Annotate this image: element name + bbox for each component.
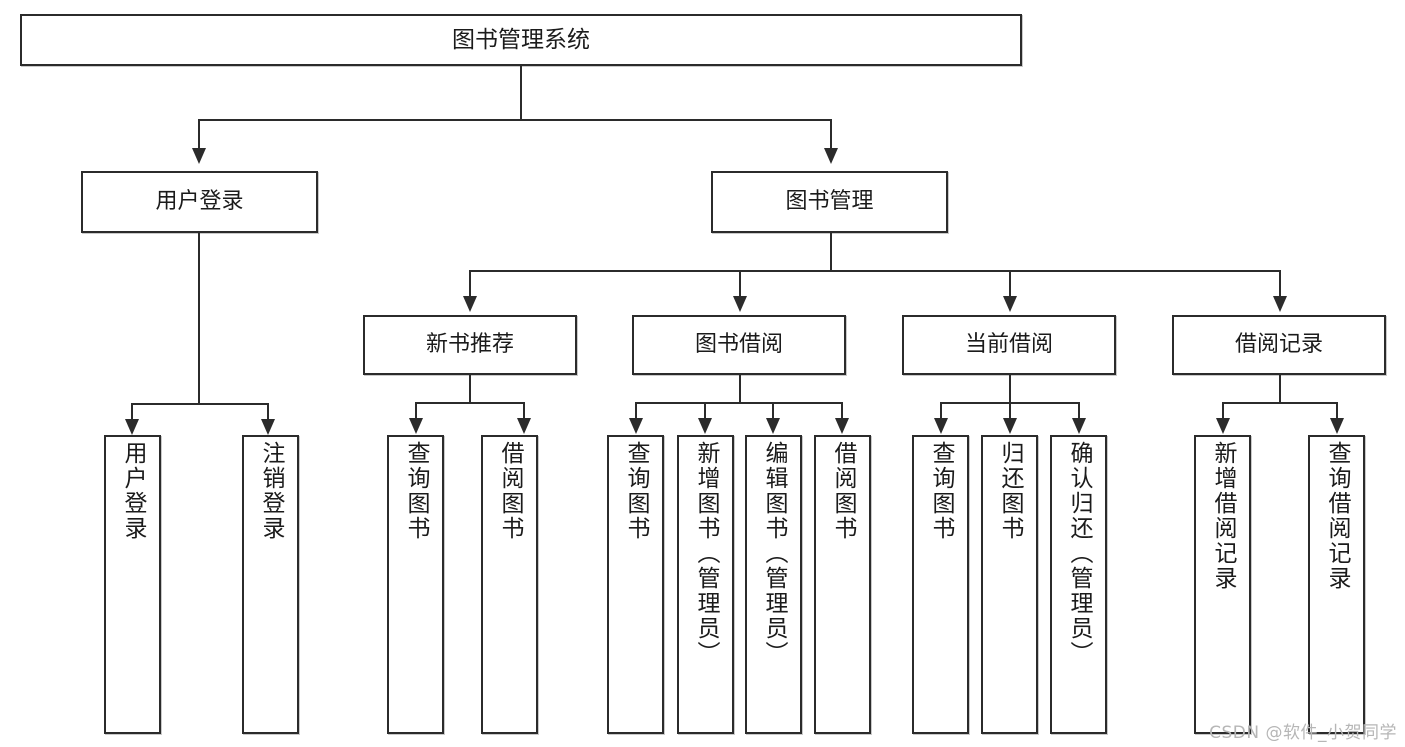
arrowhead-br-child-2	[1330, 418, 1344, 434]
arrowhead-bb-child-3	[766, 418, 780, 434]
edge-new-book-recommend-bus	[415, 402, 525, 404]
leaf-nbr-query-book[interactable]: 查询图书	[387, 435, 444, 734]
arrowhead-user-login	[192, 148, 206, 164]
leaf-logout[interactable]: 注销登录	[242, 435, 299, 734]
edge-current-borrow-stem	[1009, 375, 1011, 403]
edge-user-login-child-2	[267, 403, 269, 421]
edge-level2-bus	[198, 119, 832, 121]
edge-user-login-bus	[131, 403, 267, 405]
arrowhead-borrow-record	[1273, 296, 1287, 312]
edge-to-current-borrow	[1009, 270, 1011, 298]
edge-cb-child-1	[940, 402, 942, 420]
edge-cb-child-3	[1078, 402, 1080, 420]
node-label: 查询图书	[623, 441, 649, 541]
leaf-br-query-record[interactable]: 查询借阅记录	[1308, 435, 1365, 734]
node-label: 新书推荐	[425, 332, 514, 358]
arrowhead-cb-child-3	[1072, 418, 1086, 434]
edge-user-login-stem	[198, 233, 200, 404]
leaf-bb-borrow-book[interactable]: 借阅图书	[814, 435, 871, 734]
node-label: 编辑图书（管理员）	[761, 441, 787, 666]
edge-to-user-login	[198, 119, 200, 151]
node-book-borrow[interactable]: 图书借阅	[632, 315, 846, 375]
edge-book-borrow-stem	[739, 375, 741, 403]
arrowhead-bb-child-2	[698, 418, 712, 434]
node-new-book-recommend[interactable]: 新书推荐	[363, 315, 577, 375]
arrowhead-nbr-child-1	[409, 418, 423, 434]
arrowhead-cb-child-1	[934, 418, 948, 434]
leaf-user-login[interactable]: 用户登录	[104, 435, 161, 734]
leaf-cb-query-book[interactable]: 查询图书	[912, 435, 969, 734]
edge-book-borrow-bus	[635, 402, 843, 404]
leaf-nbr-borrow-book[interactable]: 借阅图书	[481, 435, 538, 734]
edge-to-new-book-recommend	[469, 270, 471, 298]
arrowhead-book-management	[824, 148, 838, 164]
edge-borrow-record-bus	[1222, 402, 1338, 404]
node-label: 注销登录	[258, 441, 284, 541]
node-user-login[interactable]: 用户登录	[81, 171, 318, 233]
node-label: 借阅记录	[1234, 332, 1323, 358]
arrowhead-cb-child-2	[1003, 418, 1017, 434]
edge-br-child-1	[1222, 402, 1224, 420]
leaf-bb-edit-book-admin[interactable]: 编辑图书（管理员）	[745, 435, 802, 734]
arrowhead-bb-child-4	[835, 418, 849, 434]
node-label: 新增图书（管理员）	[693, 441, 719, 666]
arrowhead-current-borrow	[1003, 296, 1017, 312]
edge-new-book-recommend-stem	[469, 375, 471, 403]
leaf-bb-add-book-admin[interactable]: 新增图书（管理员）	[677, 435, 734, 734]
node-label: 图书管理	[785, 189, 874, 215]
arrowhead-new-book-recommend	[463, 296, 477, 312]
leaf-br-add-record[interactable]: 新增借阅记录	[1194, 435, 1251, 734]
edge-nbr-child-1	[415, 402, 417, 420]
node-label: 查询借阅记录	[1324, 441, 1350, 591]
leaf-cb-return-book[interactable]: 归还图书	[981, 435, 1038, 734]
edge-nbr-child-2	[523, 402, 525, 420]
edge-level3-bus	[469, 270, 1280, 272]
edge-to-book-management	[830, 119, 832, 151]
node-label: 图书借阅	[694, 332, 783, 358]
node-label: 归还图书	[997, 441, 1023, 541]
node-label: 用户登录	[120, 441, 146, 541]
node-label: 确认归还（管理员）	[1066, 441, 1092, 666]
node-label: 查询图书	[403, 441, 429, 541]
leaf-cb-confirm-return-admin[interactable]: 确认归还（管理员）	[1050, 435, 1107, 734]
node-label: 用户登录	[155, 189, 244, 215]
node-label: 图书管理系统	[452, 26, 590, 53]
edge-user-login-child-1	[131, 403, 133, 421]
edge-to-book-borrow	[739, 270, 741, 298]
edge-to-borrow-record	[1279, 270, 1281, 298]
node-label: 新增借阅记录	[1210, 441, 1236, 591]
node-label: 借阅图书	[497, 441, 523, 541]
edge-br-child-2	[1336, 402, 1338, 420]
edge-bb-child-2	[704, 402, 706, 420]
node-label: 查询图书	[928, 441, 954, 541]
arrowhead-br-child-1	[1216, 418, 1230, 434]
edge-bb-child-4	[841, 402, 843, 420]
arrowhead-user-login-child-1	[125, 419, 139, 435]
arrowhead-bb-child-1	[629, 418, 643, 434]
node-book-management[interactable]: 图书管理	[711, 171, 948, 233]
arrowhead-nbr-child-2	[517, 418, 531, 434]
node-label: 当前借阅	[964, 332, 1053, 358]
edge-bb-child-3	[772, 402, 774, 420]
node-root-book-management-system[interactable]: 图书管理系统	[20, 14, 1022, 66]
edge-cb-child-2	[1009, 402, 1011, 420]
edge-book-management-stem	[830, 233, 832, 271]
edge-root-stem	[520, 66, 522, 120]
node-borrow-record[interactable]: 借阅记录	[1172, 315, 1386, 375]
leaf-bb-query-book[interactable]: 查询图书	[607, 435, 664, 734]
edge-bb-child-1	[635, 402, 637, 420]
node-current-borrow[interactable]: 当前借阅	[902, 315, 1116, 375]
node-label: 借阅图书	[830, 441, 856, 541]
arrowhead-book-borrow	[733, 296, 747, 312]
edge-borrow-record-stem	[1279, 375, 1281, 403]
arrowhead-user-login-child-2	[261, 419, 275, 435]
